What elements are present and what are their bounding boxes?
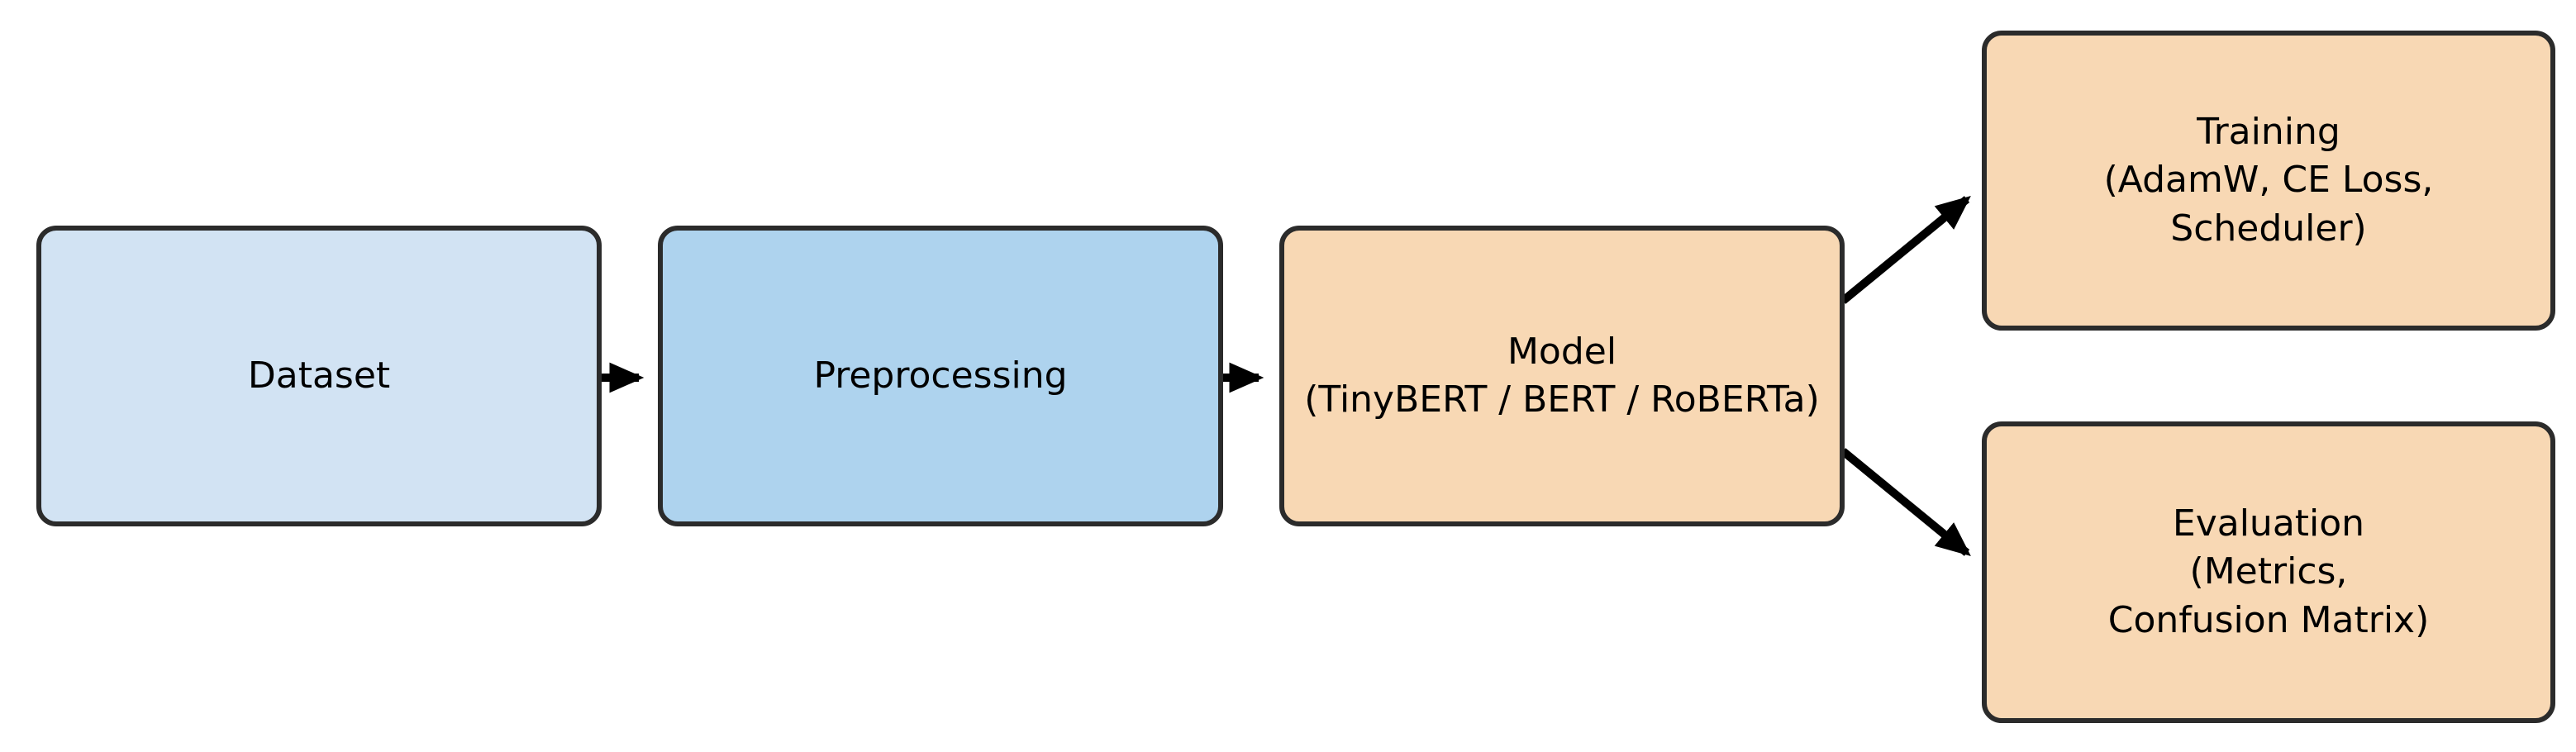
arrow-model-to-evaluation (1840, 448, 1971, 556)
node-model: Model (TinyBERT / BERT / RoBERTa) (1279, 226, 1845, 526)
node-training-label: Training (AdamW, CE Loss, Scheduler) (2103, 111, 2434, 250)
node-model-label: Model (TinyBERT / BERT / RoBERTa) (1304, 330, 1820, 421)
node-dataset-label: Dataset (247, 354, 391, 397)
arrow-model-to-training (1840, 196, 1971, 304)
node-preprocessing: Preprocessing (658, 226, 1223, 526)
node-dataset: Dataset (36, 226, 602, 526)
node-training: Training (AdamW, CE Loss, Scheduler) (1982, 31, 2555, 331)
node-preprocessing-label: Preprocessing (813, 354, 1068, 397)
node-evaluation-label: Evaluation (Metrics, Confusion Matrix) (2107, 502, 2430, 641)
node-evaluation: Evaluation (Metrics, Confusion Matrix) (1982, 421, 2555, 723)
